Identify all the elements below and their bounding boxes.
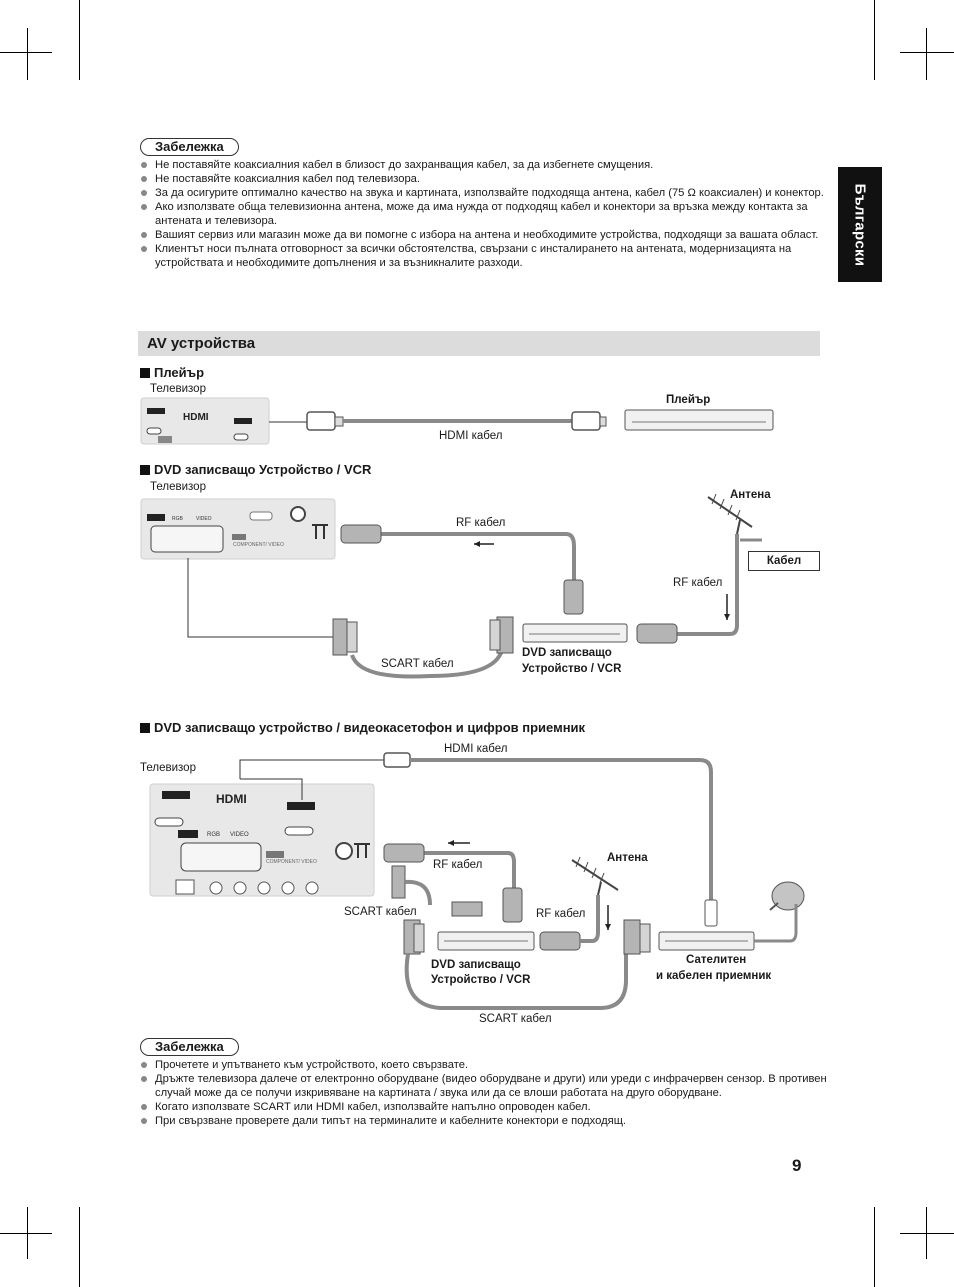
crop-mark	[900, 52, 954, 53]
crop-mark	[926, 28, 927, 80]
svg-text:RGB: RGB	[172, 516, 184, 522]
rf-cable-2b	[636, 534, 739, 644]
scart-cable-2	[187, 558, 514, 679]
antenna-label: Антена	[607, 852, 648, 864]
list-item: Не поставяйте коаксиалния кабел в близос…	[138, 158, 828, 172]
tv-panel-2: RGB VIDEO COMPONENT/ VIDEO	[140, 498, 336, 560]
crop-mark	[874, 1207, 875, 1287]
hdmi-cable-1	[269, 411, 607, 431]
svg-text:HDMI: HDMI	[183, 412, 209, 423]
note-heading-text: Забележка	[155, 139, 224, 154]
antenna-2	[707, 493, 762, 542]
page-number: 9	[792, 1156, 802, 1175]
antenna-3	[571, 856, 619, 896]
rf-cable-label: RF кабел	[673, 577, 723, 589]
subheading-dvd-vcr: DVD записващо Устройство / VCR	[140, 462, 371, 477]
note-heading-text: Забележка	[155, 1039, 224, 1054]
section-header: AV устройства	[138, 331, 820, 356]
svg-text:HDMI: HDMI	[216, 792, 247, 806]
antenna-label: Антена	[730, 489, 771, 501]
scart-cable-label: SCART кабел	[479, 1013, 552, 1025]
tv-panel-3: HDMI RGB VIDEO COMPONENT/ VIDEO	[149, 783, 375, 897]
crop-mark	[27, 1207, 28, 1259]
square-bullet-icon	[140, 465, 150, 475]
tv-panel-1: HDMI	[140, 397, 270, 445]
scart-cable-label: SCART кабел	[344, 906, 417, 918]
crop-mark	[874, 0, 875, 80]
svg-text:COMPONENT/ VIDEO: COMPONENT/ VIDEO	[233, 542, 284, 548]
satellite-receiver	[658, 931, 755, 951]
svg-text:RGB: RGB	[207, 832, 220, 838]
tv-label: Телевизор	[150, 481, 206, 493]
rf-cable-label: RF кабел	[433, 859, 483, 871]
rf-cable-label: RF кабел	[456, 517, 506, 529]
svg-text:COMPONENT/ VIDEO: COMPONENT/ VIDEO	[266, 859, 317, 865]
rf-cable-label: RF кабел	[536, 908, 586, 920]
crop-mark	[79, 0, 80, 80]
list-item: Ако използвате обща телевизионна антена,…	[138, 200, 828, 228]
list-item: Клиентът носи пълната отговорност за вси…	[138, 242, 828, 270]
dvd-device-2	[522, 623, 628, 643]
crop-mark	[926, 1207, 927, 1259]
rf-cable-3b	[539, 895, 611, 951]
rf-cable-2	[340, 524, 584, 615]
list-item: Дръжте телевизора далече от електронно о…	[138, 1072, 828, 1100]
list-item: За да осигурите оптимално качество на зв…	[138, 186, 828, 200]
dvd-label-line1: DVD записващо	[431, 959, 521, 971]
list-item: Когато използвате SCART или HDMI кабел, …	[138, 1100, 828, 1114]
tv-label: Телевизор	[150, 383, 206, 395]
scart-cable-3	[391, 865, 651, 1010]
subheading-text: DVD записващо Устройство / VCR	[154, 462, 372, 477]
subheading-text: DVD записващо устройство / видеокасетофо…	[154, 720, 586, 735]
rf-cable-3	[383, 840, 523, 923]
note-heading: Забележка	[140, 1038, 239, 1056]
dvd-label-line1: DVD записващо	[522, 647, 612, 659]
receiver-label-line2: и кабелен приемник	[656, 970, 772, 982]
satellite-dish	[754, 881, 805, 943]
list-item: При свързване проверете дали типът на те…	[138, 1114, 828, 1128]
list-item: Вашият сервиз или магазин може да ви пом…	[138, 228, 828, 242]
tv-label: Телевизор	[140, 762, 196, 774]
note-heading: Забележка	[140, 138, 239, 156]
crop-mark	[79, 1207, 80, 1287]
subheading-player: Плейър	[140, 365, 204, 380]
receiver-label-line1: Сателитен	[686, 954, 747, 966]
crop-mark	[0, 1233, 52, 1234]
language-tab: Български	[838, 167, 882, 282]
note-list: Прочетете и упътването към устройството,…	[138, 1058, 828, 1128]
dvd-label-line2: Устройство / VCR	[522, 663, 622, 675]
crop-mark	[0, 52, 52, 53]
square-bullet-icon	[140, 368, 150, 378]
dvd-label-line2: Устройство / VCR	[431, 974, 531, 986]
square-bullet-icon	[140, 723, 150, 733]
hdmi-cable-label: HDMI кабел	[444, 743, 508, 755]
list-item: Не поставяйте коаксиалния кабел под теле…	[138, 172, 828, 186]
svg-text:VIDEO: VIDEO	[196, 516, 212, 522]
subheading-dvd-receiver: DVD записващо устройство / видеокасетофо…	[140, 720, 585, 735]
hdmi-cable-3	[239, 752, 718, 927]
subheading-text: Плейър	[154, 365, 205, 380]
section-title: AV устройства	[147, 335, 256, 352]
svg-text:VIDEO: VIDEO	[230, 832, 249, 838]
player-device	[624, 409, 774, 431]
note-list: Не поставяйте коаксиалния кабел в близос…	[138, 158, 828, 270]
crop-mark	[900, 1233, 954, 1234]
player-label: Плейър	[666, 394, 711, 406]
scart-cable-label: SCART кабел	[381, 658, 454, 670]
list-item: Прочетете и упътването към устройството,…	[138, 1058, 828, 1072]
dvd-device-3	[437, 931, 535, 951]
crop-mark	[27, 28, 28, 80]
cable-box-label: Кабел	[748, 551, 820, 571]
hdmi-cable-label: HDMI кабел	[439, 430, 503, 442]
